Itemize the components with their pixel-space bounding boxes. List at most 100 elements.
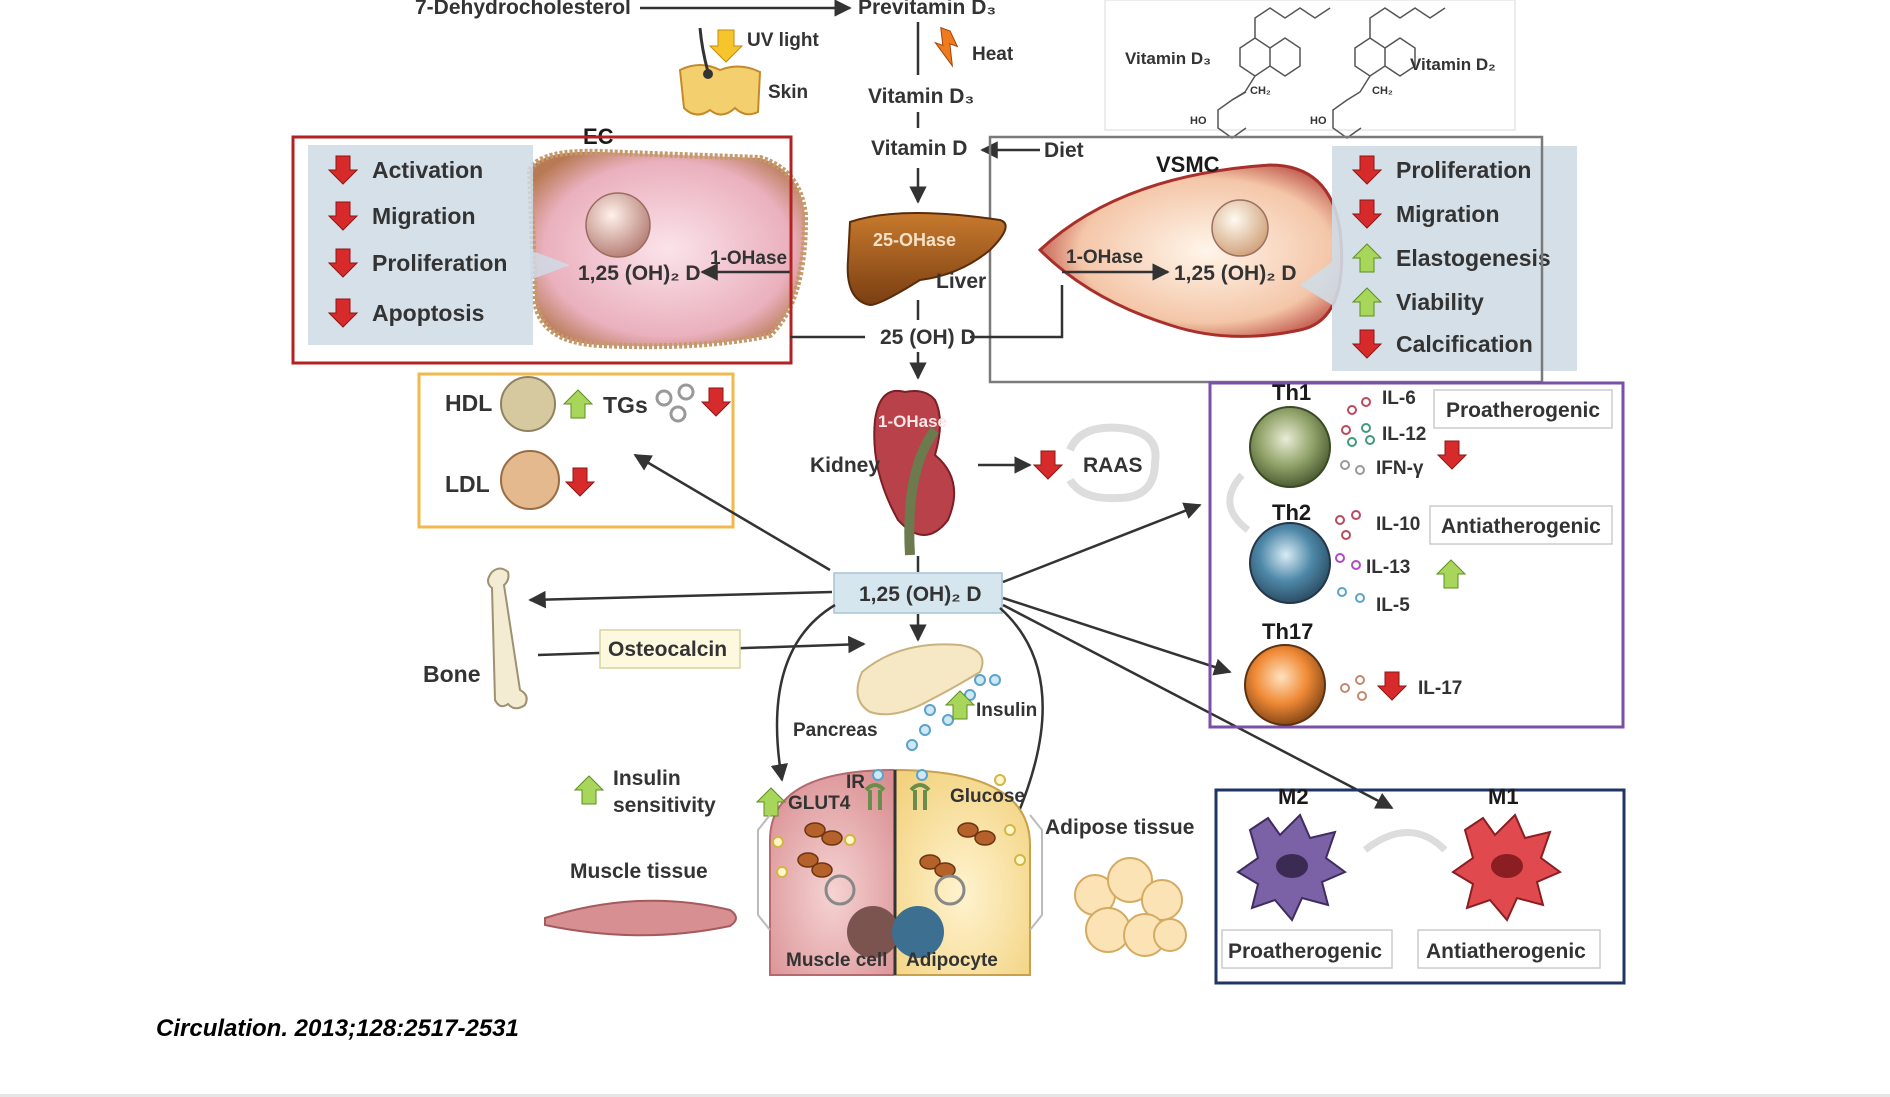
bone-label: Bone bbox=[423, 661, 481, 687]
th17-cytokines-icon bbox=[1340, 675, 1367, 701]
macrophage-frame bbox=[1214, 788, 1626, 985]
central-metabolite: 1,25 (OH)₂ D bbox=[528, 453, 1394, 834]
muscle-cell-label: Muscle cell bbox=[786, 950, 887, 971]
down-arrow-icon bbox=[1033, 450, 1063, 480]
ec-effect-3: Apoptosis bbox=[372, 300, 484, 326]
liver-label: Liver bbox=[936, 270, 986, 293]
ec-effect-2: Proliferation bbox=[372, 250, 507, 276]
insulin-label: Insulin bbox=[976, 700, 1037, 721]
kidney: 1-OHase Kidney RAAS bbox=[810, 389, 1160, 572]
th2-cytokine-0: IL-10 bbox=[1376, 514, 1420, 535]
glut4-label: GLUT4 bbox=[788, 793, 851, 814]
glucose-molecules-icon bbox=[772, 774, 1026, 878]
down-arrow-icon bbox=[1437, 440, 1467, 470]
vsmc-effect-4: Calcification bbox=[1396, 331, 1533, 357]
vsmc-effect-0: Proliferation bbox=[1396, 157, 1531, 183]
d2-ho-label: HO bbox=[1310, 115, 1327, 127]
vsmc-nucleus bbox=[1211, 199, 1269, 257]
bone-section: Bone Osteocalcin bbox=[423, 567, 866, 710]
vsmc-effect-2: Elastogenesis bbox=[1396, 245, 1551, 271]
to-macrophage-arrow bbox=[1002, 603, 1394, 810]
m1-tag-box bbox=[1417, 929, 1601, 969]
insulin-sensitivity-line1: Insulin bbox=[613, 767, 681, 790]
insulin-sensitivity-line2: sensitivity bbox=[613, 794, 716, 817]
liver-enzyme: 25-OHase bbox=[873, 230, 956, 250]
up-arrow-icon bbox=[563, 389, 593, 419]
synthesis-pathway: 7-Dehydrocholesterol Previtamin D₃ UV li… bbox=[415, 0, 1084, 204]
glucose-label: Glucose bbox=[950, 786, 1025, 807]
ec-enzyme: 1-OHase bbox=[710, 248, 787, 269]
th1-cytokine-2: IFN-γ bbox=[1376, 458, 1424, 479]
adipose-tissue-icon bbox=[1074, 857, 1187, 957]
liver-product: 25 (OH) D bbox=[880, 326, 976, 349]
insulin-molecule bbox=[916, 769, 928, 781]
tcell-panel: Th1 IL-6 IL-12 IFN-γ Proatherogenic Th2 … bbox=[1208, 380, 1625, 729]
th17-cell-icon bbox=[1244, 644, 1326, 726]
insulin-receptor-icon bbox=[864, 783, 931, 810]
adipocyte-nucleus bbox=[892, 906, 944, 958]
osteocalcin-label: Osteocalcin bbox=[608, 638, 727, 661]
th1-tag-box bbox=[1433, 389, 1613, 429]
to-bone-arrow bbox=[528, 590, 833, 609]
liver-organ-icon bbox=[846, 211, 1007, 307]
m1-tag: Antiatherogenic bbox=[1426, 940, 1586, 963]
insulin-molecule bbox=[872, 769, 884, 781]
th1-cell-icon bbox=[1249, 406, 1331, 488]
footer-divider bbox=[0, 1094, 1890, 1097]
lipid-frame bbox=[417, 372, 735, 529]
ec-nucleus bbox=[585, 192, 651, 258]
ldl-particle-icon bbox=[500, 450, 560, 510]
to-th-arrow bbox=[1002, 502, 1202, 584]
m2-nucleus bbox=[1276, 854, 1308, 878]
heat-icon bbox=[933, 26, 959, 68]
liver: 25-OHase Liver 25 (OH) D bbox=[790, 211, 1064, 380]
th17-cytokine-0: IL-17 bbox=[1418, 678, 1462, 699]
down-arrow-icon bbox=[1377, 671, 1407, 701]
hdl-label: HDL bbox=[445, 390, 492, 416]
th1-tag: Proatherogenic bbox=[1446, 399, 1600, 422]
muscle-tissue-label: Muscle tissue bbox=[570, 860, 708, 883]
diet-label: Diet bbox=[1044, 139, 1084, 162]
ec-effect-1: Migration bbox=[372, 203, 476, 229]
cell-brackets bbox=[757, 814, 1043, 931]
raas-cycle-icon bbox=[1066, 423, 1160, 503]
th17-name: Th17 bbox=[1262, 619, 1313, 644]
center-metabolite-box bbox=[833, 572, 1003, 614]
uv-light-label: UV light bbox=[747, 30, 819, 51]
d2-structure-label: Vitamin D₂ bbox=[1410, 55, 1496, 74]
ldl-label: LDL bbox=[445, 471, 490, 497]
th2-cytokines-icon bbox=[1335, 510, 1365, 603]
vitamin-d3-structure bbox=[1217, 7, 1331, 139]
ec-effect-0: Activation bbox=[372, 157, 483, 183]
up-arrow-icon bbox=[574, 775, 604, 805]
adipocyte-label: Adipocyte bbox=[906, 950, 998, 971]
uv-light-icon bbox=[708, 29, 744, 63]
ec-metabolite: 1,25 (OH)₂ D bbox=[578, 262, 701, 285]
vsmc-title: VSMC bbox=[1156, 152, 1220, 177]
to-lipid-arrow bbox=[633, 453, 831, 572]
th2-cell-icon bbox=[1249, 522, 1331, 604]
down-arrow-icon bbox=[565, 467, 595, 497]
th1-cytokine-0: IL-6 bbox=[1382, 388, 1416, 409]
th2-cytokine-2: IL-5 bbox=[1376, 595, 1410, 616]
center-metabolite: 1,25 (OH)₂ D bbox=[859, 583, 982, 606]
ec-frame bbox=[291, 135, 793, 365]
th2-cytokine-1: IL-13 bbox=[1366, 557, 1410, 578]
m2-m1-cycle-icon bbox=[1362, 829, 1448, 853]
th2-name: Th2 bbox=[1272, 500, 1311, 525]
tcell-frame bbox=[1208, 381, 1625, 729]
cell-diagram: GLUT4 IR Glucose Muscle cell Adipocyte bbox=[756, 768, 1043, 976]
chemical-structures: Vitamin D₃ HO CH₂ Vitamin D₂ HO CH₂ bbox=[1104, 0, 1516, 139]
citation: Circulation. 2013;128:2517-2531 bbox=[156, 1015, 519, 1042]
ec-panel: EC Activation Migration Proliferation Ap… bbox=[291, 124, 809, 365]
th1-th2-cycle-icon bbox=[1226, 472, 1251, 533]
m1-nucleus bbox=[1491, 854, 1523, 878]
pancreas-icon bbox=[856, 643, 984, 716]
vesicle-muscle bbox=[824, 874, 856, 906]
to-th17-arrow bbox=[1002, 596, 1232, 676]
macrophage-panel: M2 M1 Proatherogenic Antiatherogenic bbox=[1214, 784, 1626, 985]
d3-ho-label: HO bbox=[1190, 115, 1207, 127]
heat-label: Heat bbox=[972, 44, 1014, 65]
